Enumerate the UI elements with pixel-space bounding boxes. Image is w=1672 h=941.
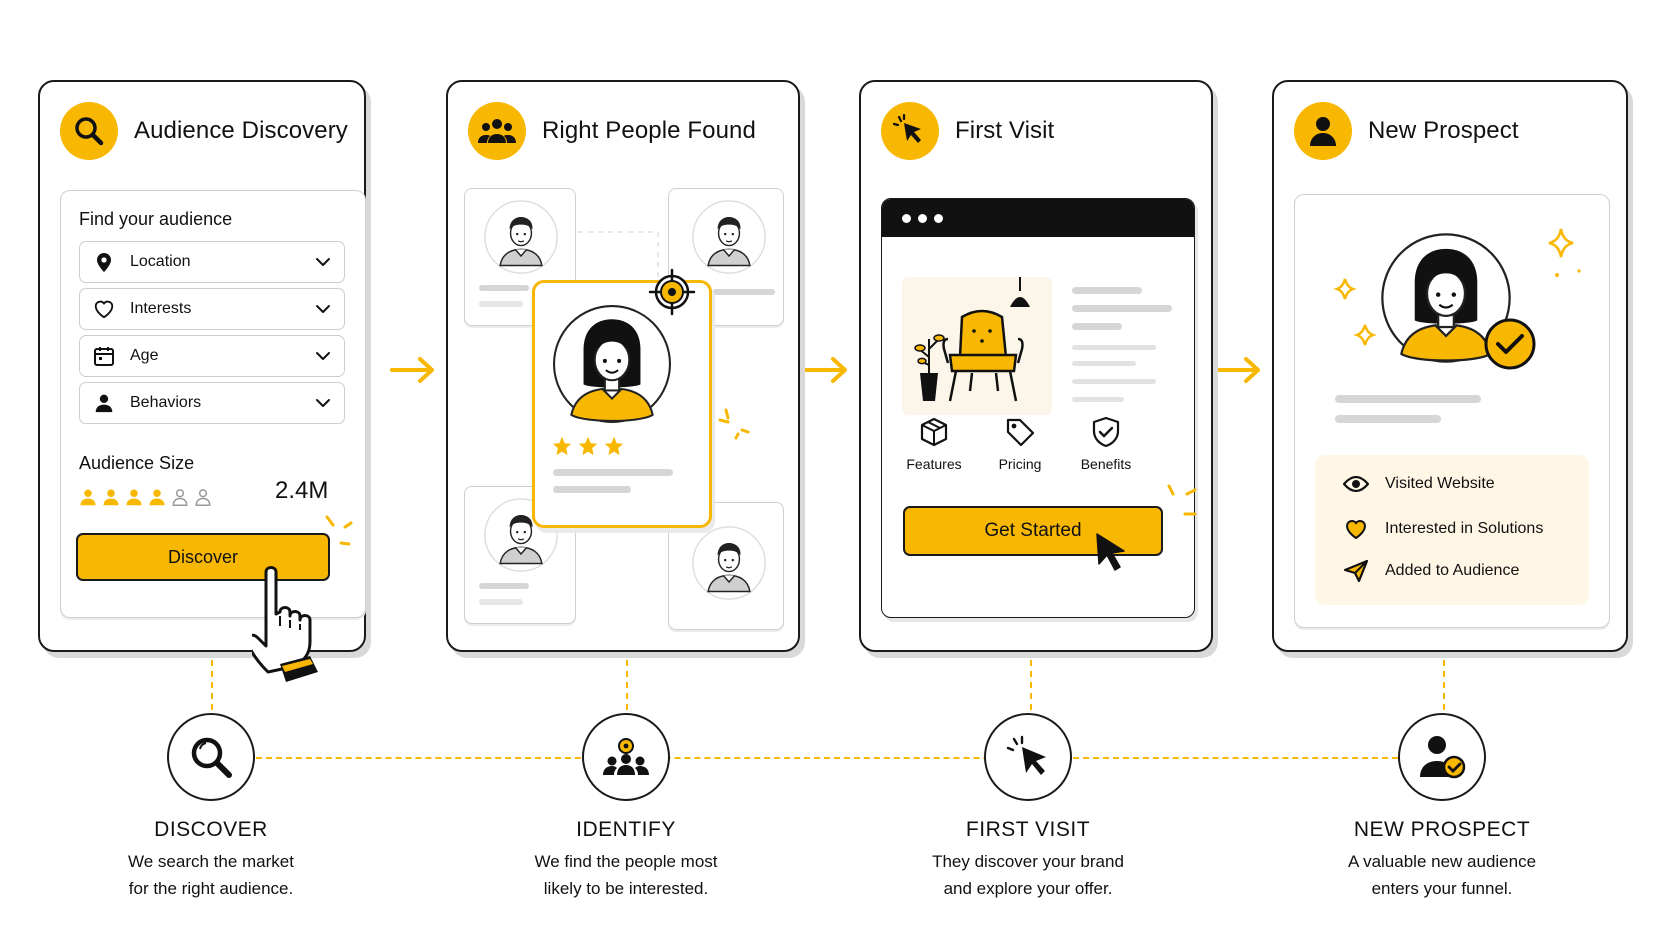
arrow-right-icon [803, 357, 847, 383]
step-first-visit-icon [984, 713, 1072, 801]
sparkle-icon [1167, 484, 1197, 516]
search-badge-icon [60, 102, 118, 160]
browser-title-bar [882, 199, 1194, 237]
product-image [902, 277, 1052, 415]
heart-icon [1343, 517, 1369, 541]
cursor-badge-icon [881, 102, 939, 160]
chevron-down-icon [314, 300, 332, 318]
card-title: First Visit [955, 117, 1055, 144]
interests-dropdown[interactable]: Interests [79, 288, 345, 330]
right-people-found-card: Right People Found [446, 80, 800, 652]
star-icon [552, 436, 572, 456]
window-dot-icon [934, 214, 943, 223]
window-dot-icon [918, 214, 927, 223]
step-identify-icon [582, 713, 670, 801]
location-pin-icon [92, 250, 116, 274]
card-title: Right People Found [542, 117, 756, 144]
chevron-down-icon [314, 253, 332, 271]
chevron-down-icon [314, 347, 332, 365]
connector-dashes [211, 660, 213, 710]
connector-dashes [626, 660, 628, 710]
sparkle-icon [718, 408, 750, 440]
star-rating [551, 435, 625, 457]
cursor-arrow-icon [1096, 533, 1125, 571]
audience-filter-panel: Find your audience Location Interests Ag… [60, 190, 366, 618]
chevron-down-icon [314, 394, 332, 412]
person-outline-icon [172, 489, 188, 506]
person-icon [79, 487, 97, 507]
discover-button[interactable]: Discover [76, 533, 330, 581]
audience-size-value: 2.4M [275, 477, 329, 504]
target-crosshair-icon [648, 268, 696, 316]
connector-dashes [1030, 660, 1032, 710]
status-visited-website: Visited Website [1343, 475, 1495, 493]
prospect-status-list: Visited Website Interested in Solutions … [1315, 455, 1589, 605]
step-title-first-visit: FIRST VISIT [965, 818, 1091, 841]
step-title-new-prospect: NEW PROSPECT [1353, 818, 1531, 841]
timeline-dashed-line [256, 757, 1398, 759]
person-icon [125, 487, 143, 507]
check-badge-icon [1484, 318, 1536, 370]
audience-discovery-card: Audience Discovery Find your audience Lo… [38, 80, 366, 652]
avatar-man-icon [483, 199, 559, 275]
new-prospect-card: New Prospect Visited Website Interested … [1272, 80, 1628, 652]
calendar-icon [92, 344, 116, 368]
star-icon [578, 436, 598, 456]
step-title-discover: DISCOVER [154, 818, 268, 841]
arrow-right-icon [390, 357, 434, 383]
person-badge-icon [1294, 102, 1352, 160]
feature-item-pricing[interactable]: Pricing [975, 416, 1065, 472]
price-tag-icon [1006, 418, 1035, 447]
star-icon [604, 436, 624, 456]
hand-cursor-icon [252, 566, 318, 682]
feature-item-features[interactable]: Features [889, 416, 979, 472]
person-icon [102, 487, 120, 507]
avatar-woman-icon [551, 303, 673, 425]
status-interested: Interested in Solutions [1343, 517, 1543, 541]
sparkle-icon [1548, 228, 1581, 277]
window-dot-icon [902, 214, 911, 223]
find-audience-label: Find your audience [79, 209, 233, 229]
step-discover-icon [167, 713, 255, 801]
heart-icon [92, 297, 116, 321]
person-icon [92, 391, 116, 415]
audience-size-people-icons [79, 487, 212, 507]
location-dropdown[interactable]: Location [79, 241, 345, 283]
prospect-profile-panel: Visited Website Interested in Solutions … [1294, 194, 1610, 628]
behaviors-dropdown[interactable]: Behaviors [79, 382, 345, 424]
status-added: Added to Audience [1343, 559, 1519, 583]
connector-dashes [1443, 660, 1445, 710]
first-visit-card: First Visit [859, 80, 1213, 652]
avatar-man-icon [691, 525, 767, 601]
paper-plane-icon [1343, 559, 1369, 583]
card-title: Audience Discovery [134, 117, 348, 144]
box-icon [920, 417, 948, 447]
eye-icon [1343, 475, 1369, 493]
sparkle-icon [1333, 278, 1377, 346]
shield-check-icon [1092, 416, 1120, 448]
sparkle-icon [325, 515, 353, 546]
step-new-prospect-icon [1398, 713, 1486, 801]
group-badge-icon [468, 102, 526, 160]
person-icon [148, 487, 166, 507]
age-dropdown[interactable]: Age [79, 335, 345, 377]
audience-size-label: Audience Size [79, 453, 195, 473]
card-title: New Prospect [1368, 117, 1519, 144]
matched-person-card[interactable] [532, 280, 712, 528]
person-outline-icon [195, 489, 211, 506]
feature-item-benefits[interactable]: Benefits [1061, 416, 1151, 472]
step-title-identify: IDENTIFY [576, 818, 676, 841]
avatar-man-icon [691, 199, 767, 275]
arrow-right-icon [1216, 357, 1260, 383]
